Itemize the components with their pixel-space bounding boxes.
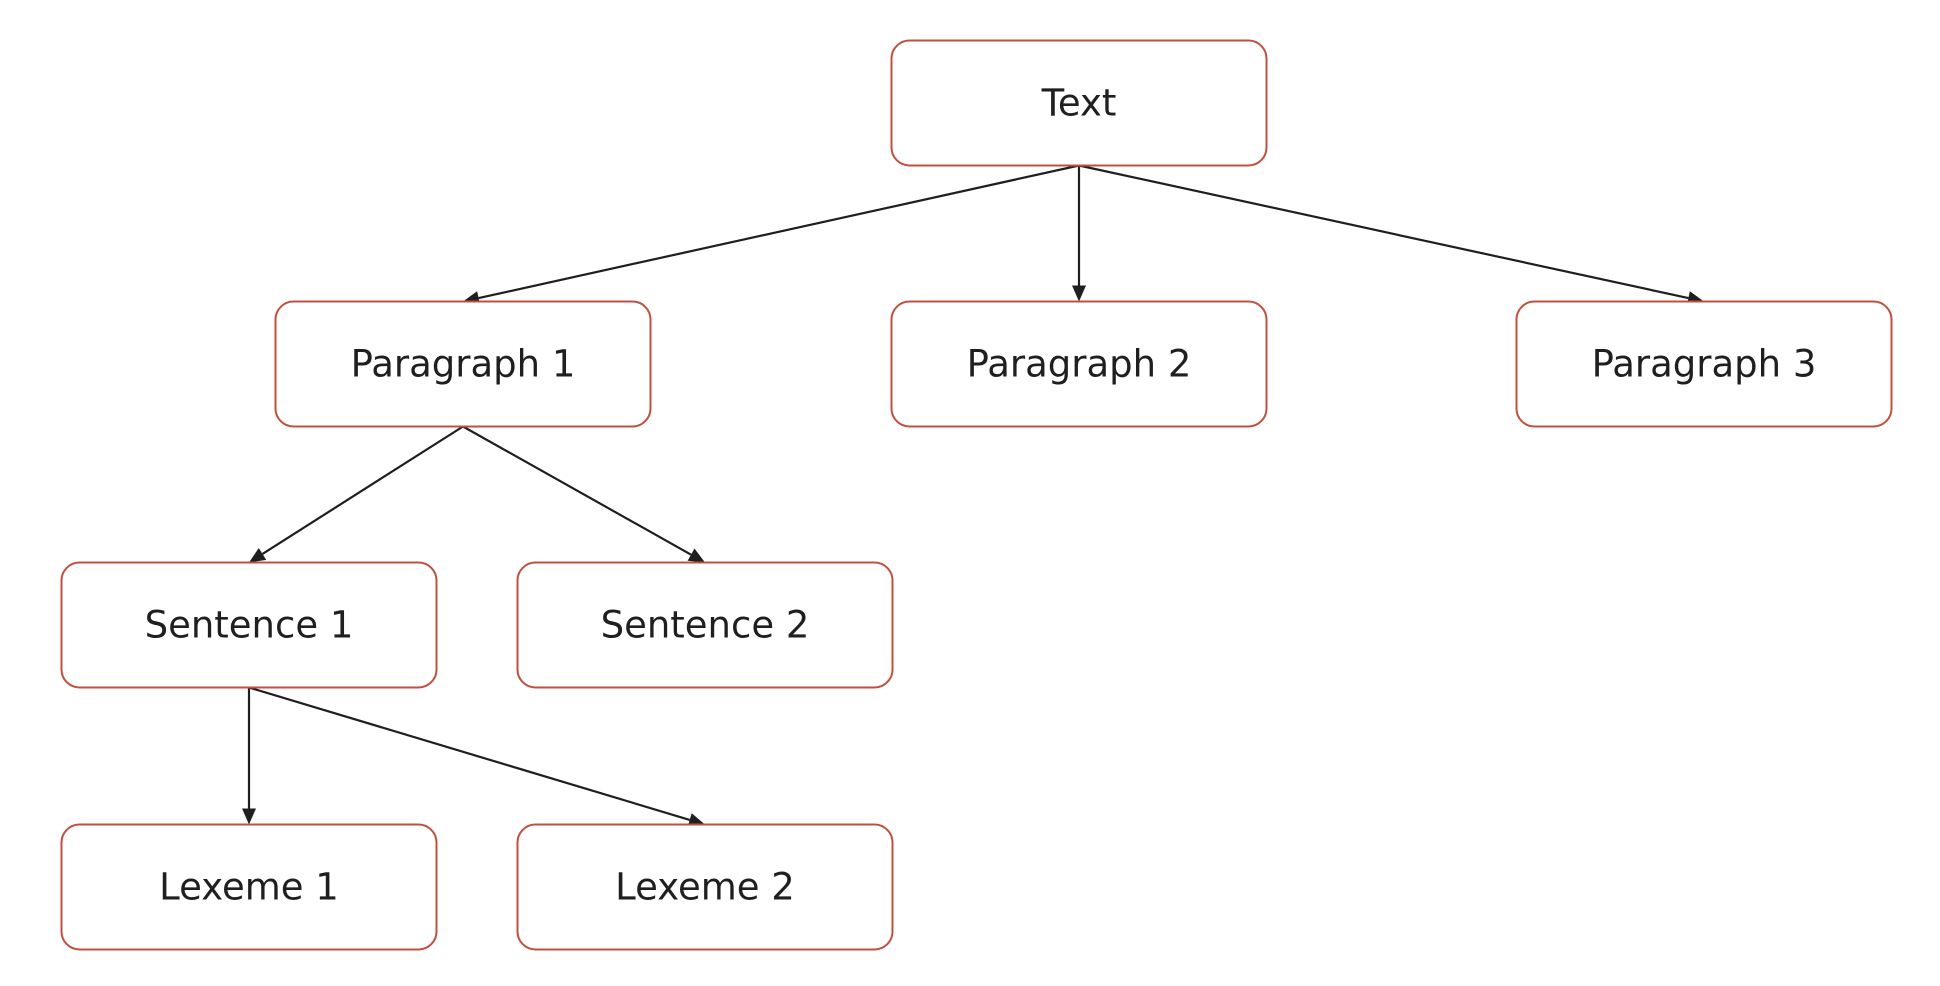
edge-sentence-1-to-lexeme-2: [248, 686, 705, 827]
edge-sentence-1-to-lexeme-1: [242, 687, 256, 825]
node-paragraph-3: Paragraph 3: [1515, 300, 1893, 428]
node-paragraph-2: Paragraph 2: [890, 300, 1268, 428]
edge-line: [462, 425, 692, 556]
arrowhead-icon: [687, 548, 705, 563]
edge-text-to-paragraph-2: [1072, 165, 1086, 302]
node-sentence-2: Sentence 2: [516, 561, 894, 689]
node-box-sentence-2: [516, 561, 894, 689]
node-box-lexeme-1: [60, 823, 438, 951]
arrowhead-icon: [1072, 285, 1086, 302]
node-box-paragraph-2: [890, 300, 1268, 428]
edge-line: [478, 164, 1080, 300]
node-box-sentence-1: [60, 561, 438, 689]
node-box-paragraph-1: [274, 300, 652, 428]
node-label-sentence-2: Sentence 2: [601, 604, 810, 647]
node-label-text: Text: [1041, 82, 1117, 125]
edge-paragraph-1-to-sentence-1: [249, 425, 464, 563]
node-box-paragraph-3: [1515, 300, 1893, 428]
node-label-lexeme-1: Lexeme 1: [159, 866, 339, 909]
node-text: Text: [890, 39, 1268, 167]
edge-text-to-paragraph-3: [1078, 164, 1704, 305]
node-box-lexeme-2: [516, 823, 894, 951]
node-sentence-1: Sentence 1: [60, 561, 438, 689]
arrowhead-icon: [242, 808, 256, 825]
node-lexeme-2: Lexeme 2: [516, 823, 894, 951]
node-box-text: [890, 39, 1268, 167]
arrowhead-icon: [249, 548, 267, 563]
arrowhead-icon: [687, 813, 705, 827]
edges-layer: [242, 164, 1704, 827]
node-paragraph-1: Paragraph 1: [274, 300, 652, 428]
node-lexeme-1: Lexeme 1: [60, 823, 438, 951]
node-label-paragraph-1: Paragraph 1: [351, 343, 576, 386]
edge-line: [261, 425, 464, 555]
edge-text-to-paragraph-1: [463, 164, 1080, 305]
node-label-paragraph-2: Paragraph 2: [967, 343, 1192, 386]
edge-line: [248, 686, 690, 821]
edge-paragraph-1-to-sentence-2: [462, 425, 705, 563]
node-label-sentence-1: Sentence 1: [145, 604, 354, 647]
node-label-lexeme-2: Lexeme 2: [615, 866, 795, 909]
node-label-paragraph-3: Paragraph 3: [1592, 343, 1817, 386]
edge-line: [1078, 164, 1689, 300]
